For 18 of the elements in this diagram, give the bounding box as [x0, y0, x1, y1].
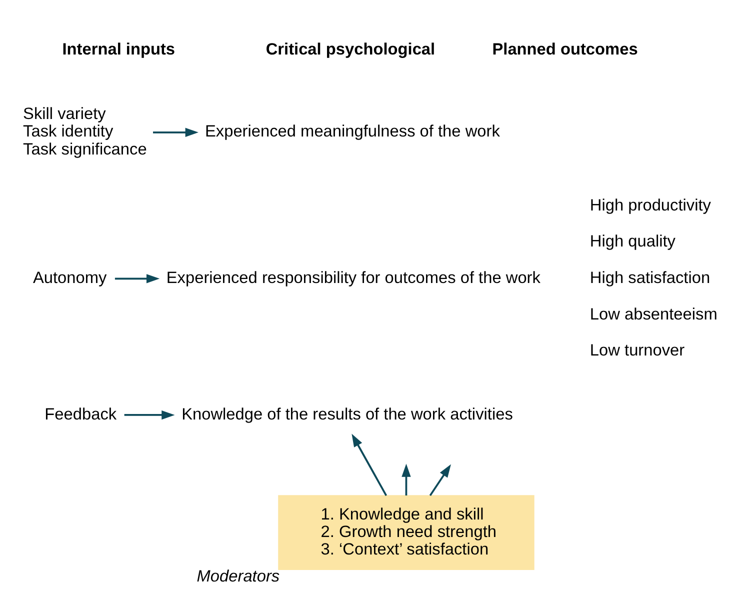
arrow: [401, 463, 410, 495]
label: Internal inputs: [62, 40, 175, 58]
label: Planned outcomes: [492, 40, 638, 58]
node-text: Skill variety Task identity Task significance: [22, 104, 146, 158]
arrow: [351, 433, 387, 496]
arrow: [428, 464, 450, 496]
node-text: Autonomy: [32, 268, 106, 286]
node-text: Knowledge of the results of the work activities: [181, 404, 512, 423]
arrow: [114, 274, 160, 283]
node-text: Feedback: [44, 404, 116, 423]
arrow: [124, 410, 174, 420]
node-box: 1. Knowledge and skill 2. Growth need strength 3. ‘Context’ satisfaction: [278, 494, 534, 570]
node-label: Moderators: [196, 566, 280, 585]
node-text: High productivity High quality High satisfaction Low absenteeism Low turnover: [589, 196, 717, 360]
arrow: [152, 127, 198, 136]
node-text: Experienced meaningfulness of the work: [204, 122, 500, 140]
node-text: Experienced responsibility for outcomes of the work: [166, 268, 540, 286]
label: Critical psychological: [265, 40, 435, 58]
